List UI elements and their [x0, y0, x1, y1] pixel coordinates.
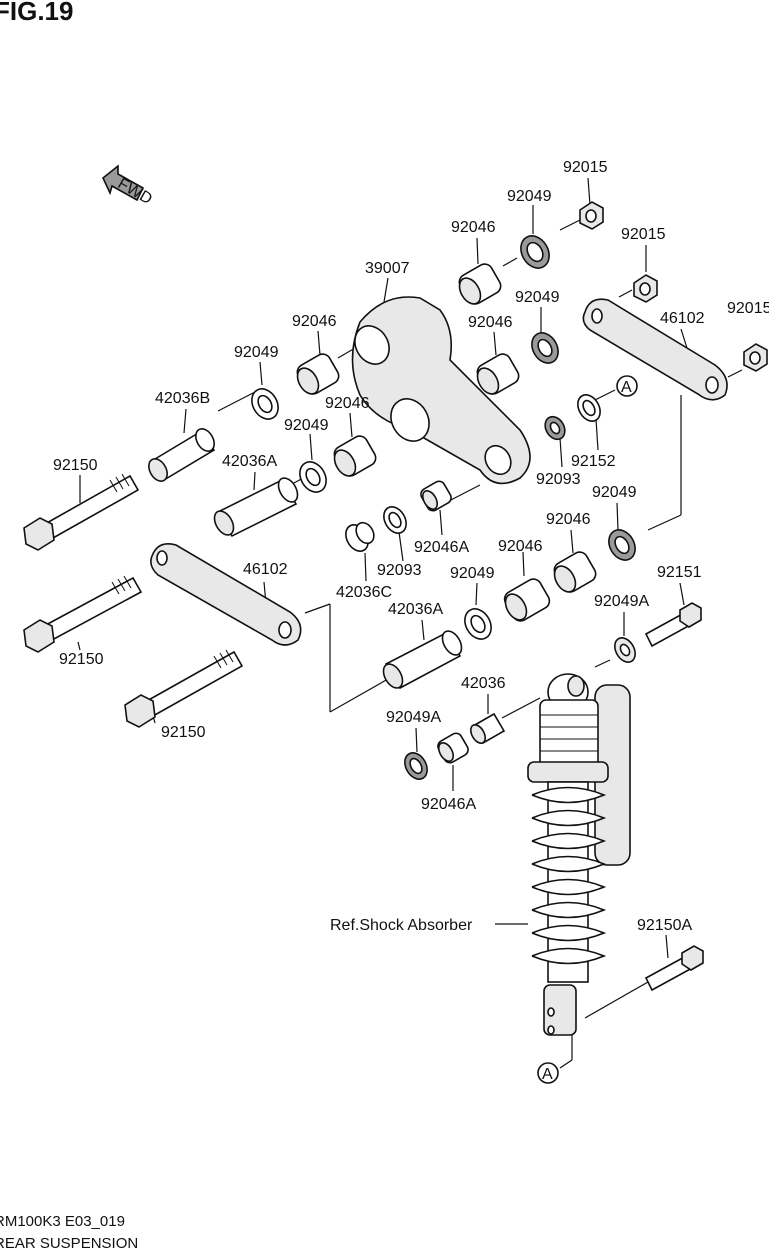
part-label: 92046A	[414, 539, 469, 556]
part-label: 92150	[53, 457, 98, 474]
tie-rod-46102-lower	[150, 543, 302, 646]
bolt-92151	[644, 602, 702, 648]
shock-absorber	[527, 673, 631, 1036]
washer-92049A-right	[614, 637, 636, 663]
bolt-92150-upper	[23, 473, 140, 551]
part-label: 92015	[621, 226, 666, 243]
seal-92049-right	[608, 529, 636, 561]
part-number-labels: 92015 92049 92015 92046 39007 92049 9201…	[53, 159, 769, 934]
bearing-92046A-center	[420, 480, 452, 512]
seal-92049-top	[520, 235, 550, 269]
part-label: 92049	[450, 565, 495, 582]
collar-42036B	[148, 428, 216, 482]
part-label: 92150A	[637, 917, 692, 934]
reference-marker-a-lower: A	[537, 1062, 559, 1084]
part-label: 42036	[461, 675, 506, 692]
bearing-92046-center	[503, 578, 551, 622]
leader-lines	[77, 177, 743, 1069]
seal-92049-upper-mid	[531, 332, 559, 364]
part-label: 46102	[660, 310, 705, 327]
marker-a-upper-label: A	[621, 379, 632, 396]
part-label: 42036B	[155, 390, 210, 407]
part-label: 92093	[536, 471, 581, 488]
collar-42036A-lower	[382, 630, 463, 690]
bearing-92046-lower-left	[333, 435, 377, 477]
washer-92049-left	[251, 388, 279, 420]
part-label: 92150	[59, 651, 104, 668]
part-label: 92046	[292, 313, 337, 330]
part-label: 92015	[727, 300, 769, 317]
part-label: 92049	[507, 188, 552, 205]
figure-title: FIG.19	[0, 0, 74, 26]
washer-92152	[577, 394, 601, 422]
bearing-92046-left	[296, 353, 340, 395]
part-label: 92046	[546, 511, 591, 528]
bolt-92150-middle	[23, 575, 143, 653]
part-label: 92150	[161, 724, 206, 741]
part-label: 92046A	[421, 796, 476, 813]
part-label: 92049A	[594, 593, 649, 610]
part-label: 92046	[468, 314, 513, 331]
part-label: 92049A	[386, 709, 441, 726]
fwd-label: FWD	[115, 175, 155, 208]
part-label: 92093	[377, 562, 422, 579]
part-label: 92015	[563, 159, 608, 176]
cushion-lever-39007	[351, 296, 531, 485]
fwd-arrow-icon: FWD	[102, 164, 155, 208]
part-label: 42036A	[222, 453, 277, 470]
seal-92093-right	[544, 415, 566, 441]
bearing-92046A-bottom	[437, 732, 469, 764]
part-label: 92152	[571, 453, 616, 470]
collar-42036	[469, 712, 506, 745]
marker-a-lower-label: A	[542, 1066, 553, 1083]
footer-section-name: REAR SUSPENSION	[0, 1235, 139, 1252]
part-label: 92046	[498, 538, 543, 555]
seal-92049A-bottom	[404, 752, 428, 780]
part-label: 92049	[284, 417, 329, 434]
part-label: 39007	[365, 260, 410, 277]
nut-92015-mid	[633, 274, 658, 303]
part-label: 46102	[243, 561, 288, 578]
collar-42036A-upper	[213, 477, 299, 538]
washer-92093-center	[383, 506, 407, 534]
part-label: Ref.Shock Absorber	[330, 917, 473, 934]
part-label: 42036C	[336, 584, 392, 601]
part-label: 92046	[325, 395, 370, 412]
bolt-92150-lower	[124, 649, 244, 728]
nut-92015-right	[743, 343, 768, 372]
part-label: 92049	[515, 289, 560, 306]
tie-rod-46102-upper	[582, 298, 728, 401]
washer-92049-mid-left	[299, 461, 327, 493]
washer-92049-center	[464, 608, 492, 640]
part-label: 42036A	[388, 601, 443, 618]
footer-model-code: RM100K3 E03_019	[0, 1213, 125, 1230]
part-label: 92049	[234, 344, 279, 361]
bearing-92046-right	[553, 551, 597, 593]
part-label: 92151	[657, 564, 702, 581]
bearing-92046-top	[458, 263, 502, 305]
part-label: 92049	[592, 484, 637, 501]
bolt-92150A	[644, 945, 704, 992]
part-label: 92046	[451, 219, 496, 236]
nut-92015-top	[579, 201, 604, 230]
collar-42036C	[345, 521, 375, 552]
reference-marker-a-upper: A	[616, 375, 638, 397]
bearing-92046-mid	[476, 353, 520, 395]
